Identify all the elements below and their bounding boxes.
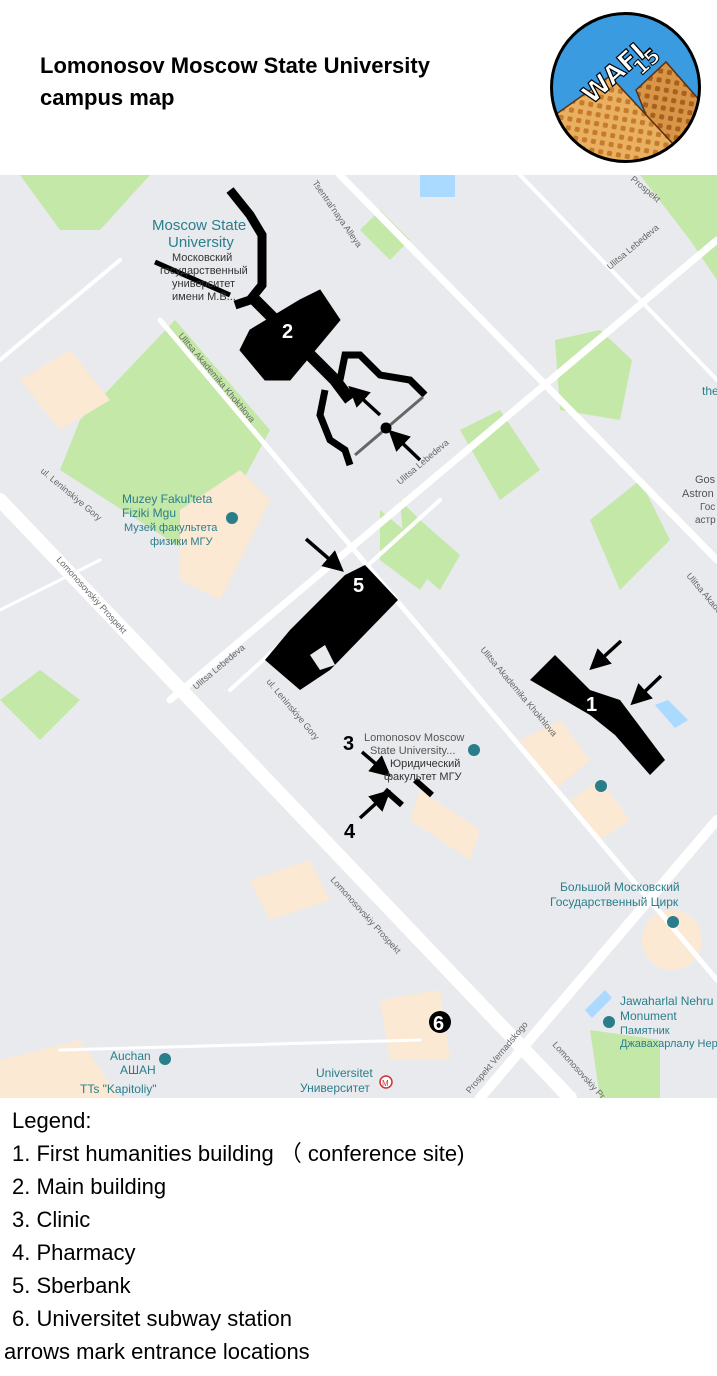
legend-item-2: 2. Main building: [12, 1174, 167, 1199]
label-msu-ru-1: Московский: [172, 252, 232, 264]
marker-4[interactable]: 4: [344, 821, 356, 843]
arrow-icon: [348, 385, 382, 417]
camera-icon[interactable]: [595, 780, 607, 792]
label-msu-en-2: University: [168, 234, 234, 251]
building-5-sberbank[interactable]: [265, 565, 398, 690]
legend-note: arrows mark entrance locations: [4, 1339, 310, 1364]
label-museum-en-2: Fiziki Mgu: [122, 506, 176, 520]
label-law-ru-1: Юридический: [390, 758, 460, 770]
marker-5[interactable]: 5: [353, 575, 364, 597]
label-law-en-2: State University...: [370, 745, 455, 757]
label-astro-3: Гос: [700, 502, 715, 513]
label-metro-ru: Университет: [300, 1081, 370, 1095]
marker-2[interactable]: 2: [282, 321, 293, 343]
metro-icon-letter: М: [382, 1079, 389, 1088]
page-title: Lomonosov Moscow State University campus…: [40, 50, 430, 114]
label-museum-ru-2: физики МГУ: [150, 536, 214, 548]
wafl-logo: WAFL 15: [550, 12, 701, 163]
building-1-first-humanities[interactable]: [530, 655, 665, 775]
label-circus-ru-1: Большой Московский: [560, 880, 680, 894]
label-nehru-en-1: Jawaharlal Nehru: [620, 994, 713, 1008]
metro-icon[interactable]: [379, 1075, 393, 1089]
legend-item-5: 5. Sberbank: [12, 1273, 131, 1298]
legend-item-3: 3. Clinic: [12, 1207, 91, 1232]
label-msu-en-1: Moscow State: [152, 217, 246, 234]
label-nehru-ru-1: Памятник: [620, 1025, 670, 1037]
arrow-icon: [304, 537, 344, 572]
label-astro-4: астр: [695, 515, 716, 526]
campus-map[interactable]: 2 5 1 3 4 6 Moscow State University Моск…: [0, 175, 717, 1098]
label-kapitoliy: TTs "Kapitoliy": [80, 1082, 157, 1096]
label-metro-en: Universitet: [316, 1066, 373, 1080]
label-auchan-ru: АШАН: [120, 1063, 156, 1077]
label-astro-1: Gos: [695, 474, 716, 486]
legend-title: Legend:: [12, 1108, 92, 1133]
arrow-icon: [630, 674, 663, 706]
label-museum-ru-1: Музей факультета: [124, 522, 218, 534]
legend-item-1: 1. First humanities building （ conferenc…: [12, 1141, 465, 1166]
roads: [0, 175, 717, 1098]
building-footprints: [0, 350, 702, 1098]
title-line-1: Lomonosov Moscow State University: [40, 53, 430, 78]
label-museum-en-1: Muzey Fakul'teta: [122, 492, 213, 506]
label-circus-ru-2: Государственный Цирк: [550, 895, 679, 909]
shopping-cart-icon[interactable]: [159, 1053, 171, 1065]
label-auchan-en: Auchan: [110, 1049, 151, 1063]
label-msu-ru-2: государственный: [160, 265, 248, 277]
water: [420, 175, 688, 1018]
label-msu-ru-3: университет: [172, 278, 235, 290]
label-law-ru-2: факультет МГУ: [384, 771, 463, 783]
arrow-icon: [589, 639, 623, 671]
arrow-icon: [388, 429, 422, 462]
marker-3[interactable]: 3: [343, 733, 354, 755]
label-astro-2: Astron: [682, 488, 714, 500]
label-msu-ru-4: имени М.В...: [172, 291, 236, 303]
label-nehru-en-2: Monument: [620, 1009, 677, 1023]
entrance-arrows: [304, 385, 663, 820]
legend-item-4: 4. Pharmacy: [12, 1240, 136, 1265]
law-faculty-icon[interactable]: [468, 744, 480, 756]
legend: Legend: 1. First humanities building （ c…: [0, 1104, 464, 1368]
marker-1[interactable]: 1: [586, 694, 597, 716]
label-law-en-1: Lomonosov Moscow: [364, 732, 464, 744]
nehru-camera-icon[interactable]: [603, 1016, 615, 1028]
arrow-icon: [360, 750, 391, 777]
label-the: the: [702, 384, 717, 398]
marker-6[interactable]: 6: [433, 1013, 444, 1035]
title-line-2: campus map: [40, 85, 175, 110]
label-nehru-ru-2: Джавахарлалу Неру: [620, 1038, 717, 1050]
circus-camera-icon[interactable]: [667, 916, 679, 928]
legend-item-6: 6. Universitet subway station: [12, 1306, 293, 1331]
building-2-main[interactable]: [153, 187, 428, 467]
arrow-icon: [358, 789, 391, 820]
